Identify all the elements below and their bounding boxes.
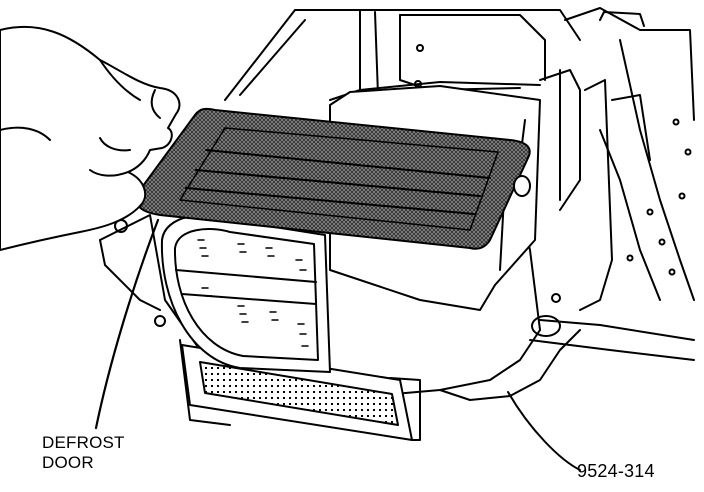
defrost-door-callout: DEFROST DOOR	[42, 433, 125, 473]
oval-door-frame	[160, 214, 331, 373]
figure-leader	[507, 391, 581, 471]
callout-line-2: DOOR	[42, 453, 94, 472]
callout-leader	[94, 218, 160, 430]
defrost-door-illustration	[135, 107, 531, 250]
callout-line-1: DEFROST	[42, 433, 125, 452]
heater-housing-illustration	[99, 7, 695, 426]
figure-number: 9524-314	[577, 461, 655, 481]
hand-illustration	[0, 25, 181, 251]
